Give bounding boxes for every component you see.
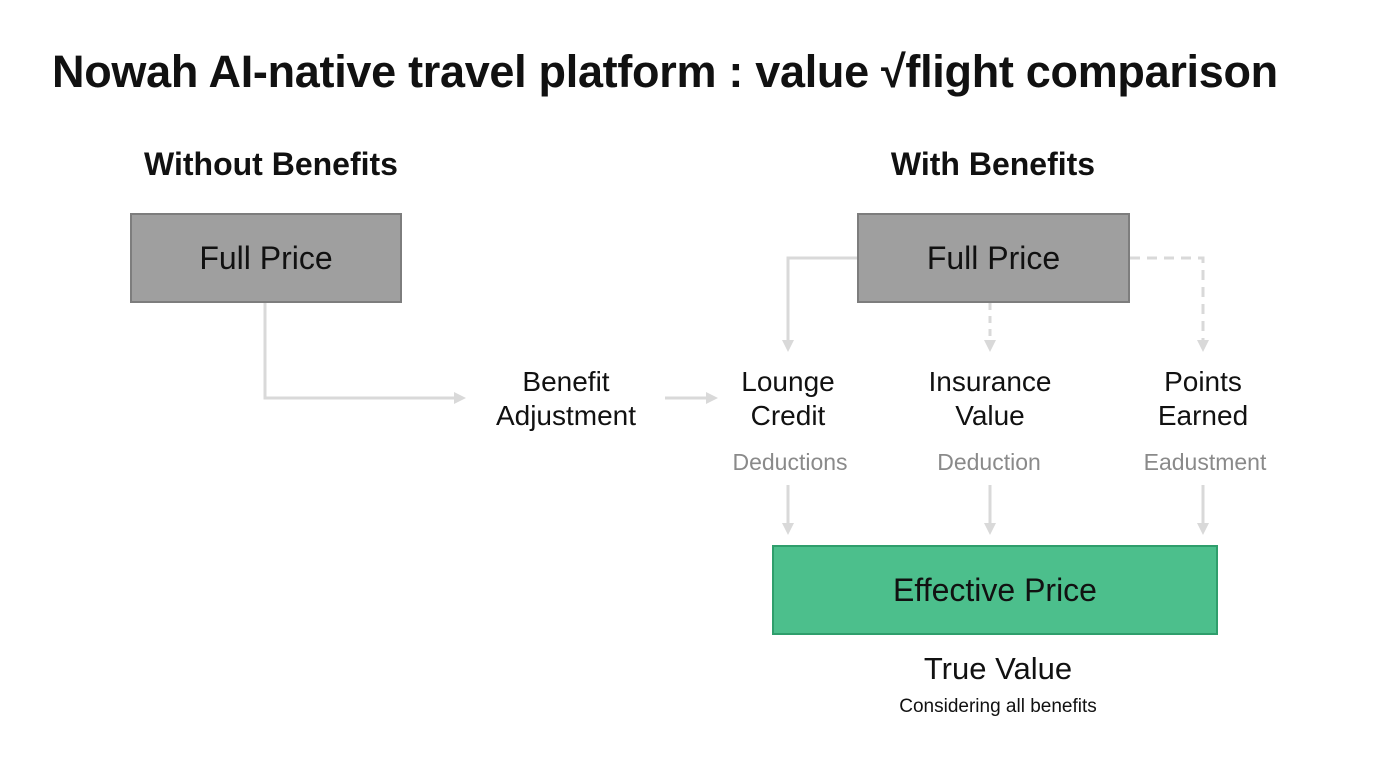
true-value-subcaption: Considering all benefits [899,696,1097,717]
lounge-credit-line1: Lounge [741,366,835,397]
insurance-value-line1: Insurance [928,366,1052,397]
true-value-caption: True Value [923,651,1073,686]
points-earned-node: Points Earned [1158,365,1248,433]
benefit-adjustment-line1: Benefit [522,366,610,397]
benefit-adjustment-line2: Adjustment [495,400,637,431]
lounge-credit-line2: Credit [750,400,826,431]
diagram-title: Nowah AI-native travel platform : value … [52,46,1278,97]
connector-fullprice-to-lounge [782,256,857,352]
full-price-box-with: Full Price [857,213,1130,303]
effective-price-label: Effective Price [893,571,1097,608]
connector-fullprice-to-points [1130,256,1209,352]
full-price-box-without: Full Price [130,213,402,303]
insurance-value-node: Insurance Value [929,365,1052,433]
points-earned-sublabel: Eadustment [1143,449,1267,475]
insurance-value-sublabel: Deduction [937,449,1041,475]
with-benefits-heading: With Benefits [890,146,1096,182]
effective-price-box: Effective Price [772,545,1218,635]
lounge-credit-sublabel: Deductions [732,449,848,475]
points-earned-line2: Earned [1157,400,1249,431]
insurance-value-line2: Value [955,400,1025,431]
points-earned-line1: Points [1164,366,1242,397]
connector-fullprice-to-adjustment [263,303,466,404]
benefit-adjustment-node: Benefit Adjustment [496,365,636,433]
full-price-label-with: Full Price [926,239,1061,276]
lounge-credit-node: Lounge Credit [741,365,834,433]
full-price-label-without: Full Price [199,239,333,276]
without-benefits-heading: Without Benefits [144,146,398,182]
